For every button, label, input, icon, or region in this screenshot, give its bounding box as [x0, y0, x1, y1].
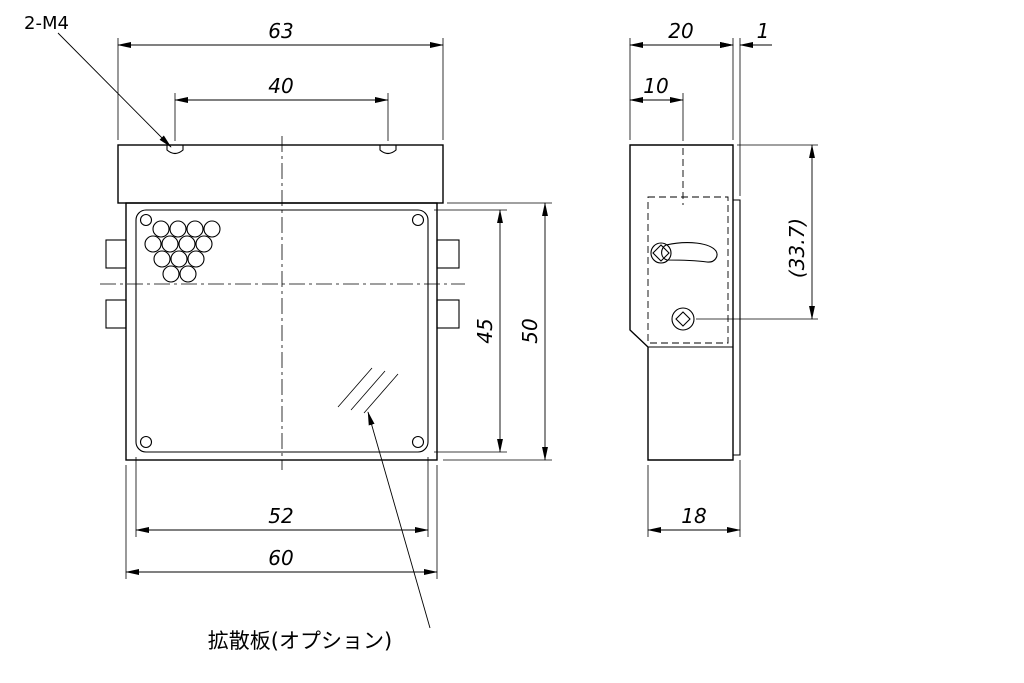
dim-text-face-width: 52 [268, 504, 293, 528]
thread-callout-leader [57, 32, 172, 148]
hidden-internal-outline [647, 196, 729, 344]
thread-callout-text: 2-M4 [24, 13, 69, 34]
diffuser-note-text: 拡散板(オプション) [208, 629, 392, 653]
corner-screw-top-left [139, 213, 153, 227]
led-cluster [144, 220, 221, 283]
dim-text-ref-height: (33.7) [785, 218, 809, 278]
diffuser-plate-edge [733, 199, 741, 456]
dim-text-bottom-depth: 18 [681, 504, 706, 528]
dim-text-hole-offset: 10 [643, 74, 668, 98]
corner-screw-top-right [411, 213, 425, 227]
front-body-outline [125, 202, 438, 461]
dim-text-plate-thickness: 1 [757, 19, 770, 43]
left-lug-lower [105, 299, 127, 329]
dim-text-depth: 20 [668, 19, 693, 43]
left-lug-upper [105, 239, 127, 269]
right-lug-lower [436, 299, 460, 329]
socket-screw [671, 307, 695, 331]
clamp-lever [650, 242, 718, 264]
side-body-outline [629, 144, 734, 461]
diffuser-leader [367, 411, 431, 629]
glass-hatch [337, 367, 399, 414]
dim-text-face-height: 45 [473, 318, 497, 343]
dim-text-overall-width: 63 [268, 19, 293, 43]
mount-hole-left [166, 145, 184, 155]
dim-text-body-height: 50 [518, 318, 542, 343]
right-lug-upper [436, 239, 460, 269]
front-view [100, 136, 465, 470]
corner-screw-bottom-right [411, 435, 425, 449]
side-dimensions: 20 1 10 (33.7) 18 [629, 19, 818, 537]
dim-text-body-width: 60 [268, 546, 293, 570]
dim-text-hole-spacing: 40 [268, 74, 293, 98]
mount-hole-right [379, 145, 397, 155]
side-view [629, 144, 741, 461]
corner-screw-bottom-left [139, 435, 153, 449]
front-dimensions: 63 40 45 50 52 60 2-M4 拡散板(オプション) [24, 13, 552, 653]
